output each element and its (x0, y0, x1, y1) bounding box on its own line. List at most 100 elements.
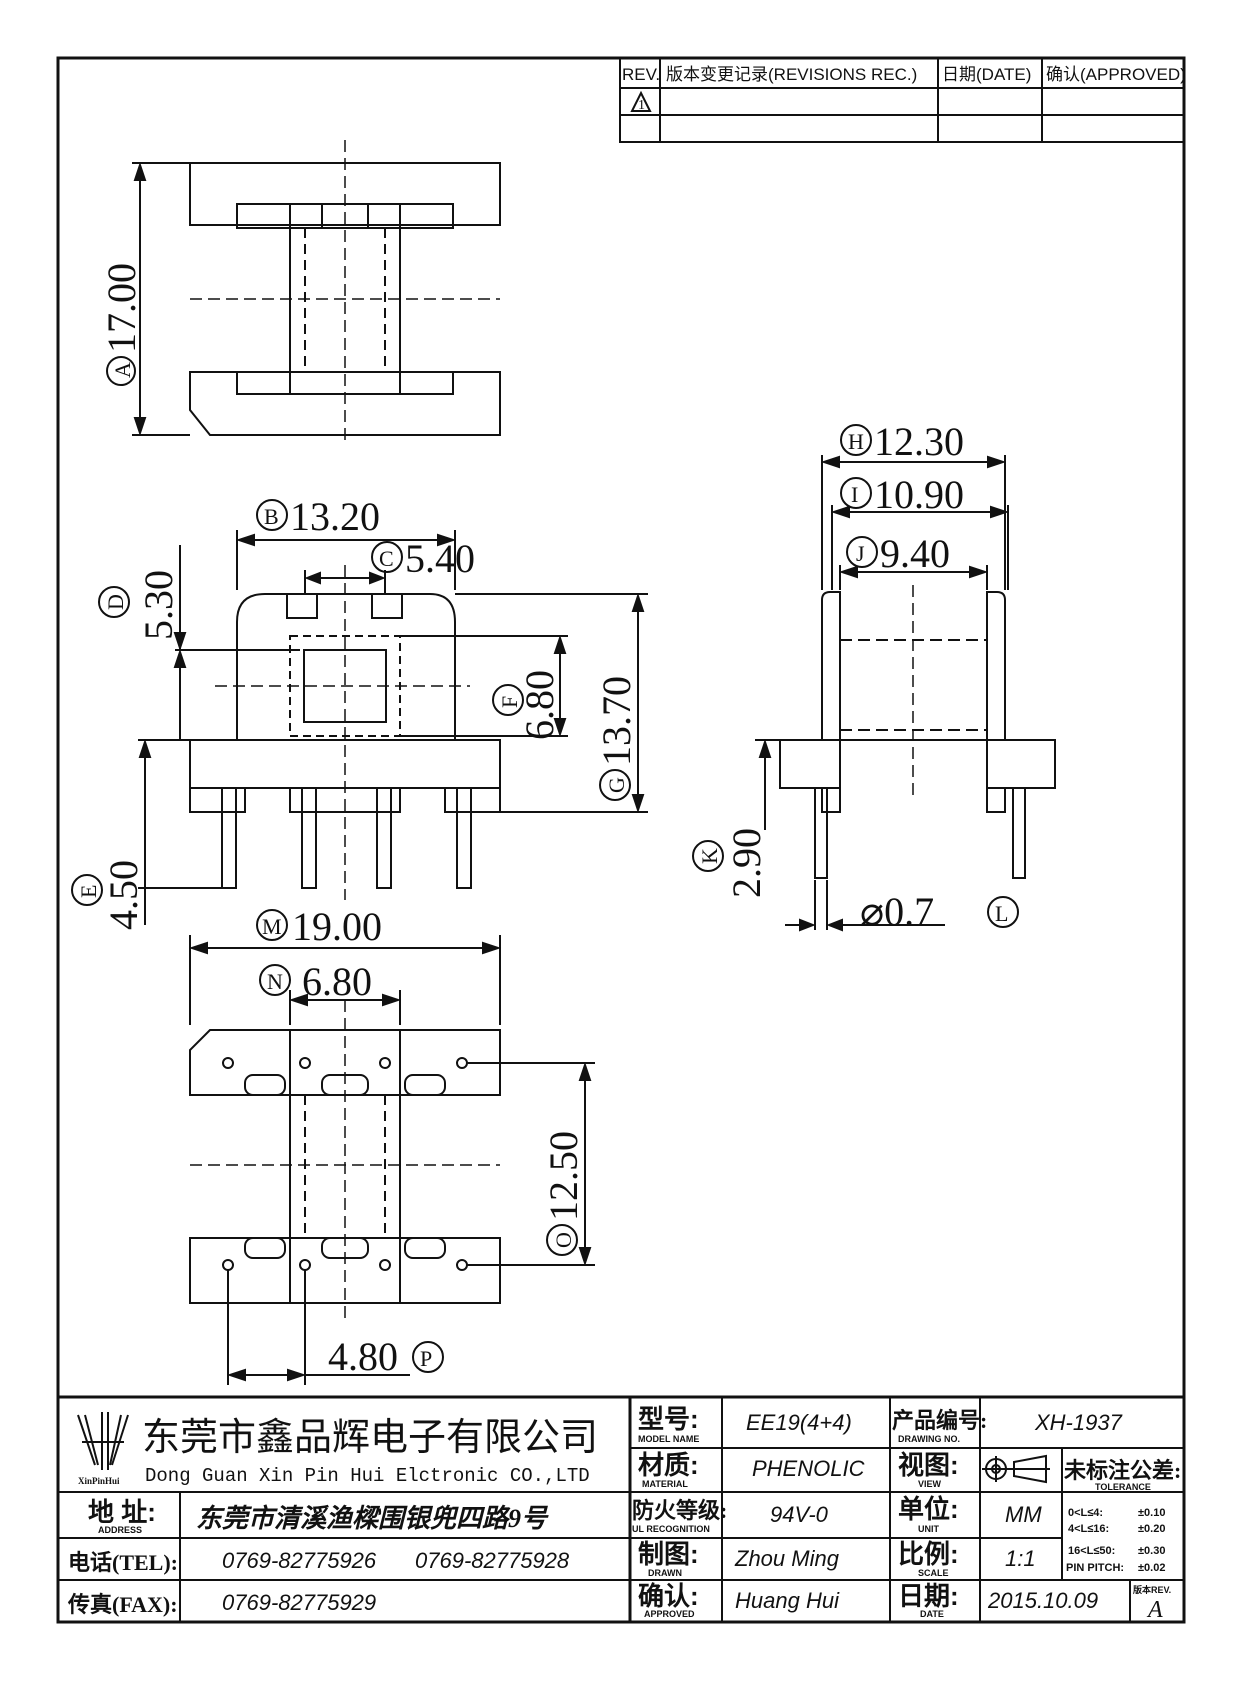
dim-l-label: ⌀0.7 L (860, 889, 1019, 934)
front-view (138, 530, 648, 925)
svg-text:B: B (264, 504, 279, 529)
side-view (755, 455, 1056, 932)
tolerance-value-3: ±0.30 (1138, 1545, 1165, 1557)
title-block-grid (58, 1395, 1184, 1622)
svg-text:J: J (856, 541, 865, 566)
top-view (132, 140, 501, 445)
drawn-value: Zhou Ming (734, 1546, 840, 1571)
svg-text:A: A (110, 362, 135, 378)
model-label: 型号: (638, 1404, 699, 1434)
svg-text:C: C (379, 546, 394, 571)
dim-h-label: H 12.30 (840, 419, 964, 464)
scale-value: 1:1 (1005, 1546, 1036, 1571)
svg-text:2.90: 2.90 (724, 828, 769, 898)
drawing-no-value: XH-1937 (1034, 1410, 1123, 1435)
approved-value: Huang Hui (735, 1588, 840, 1613)
date-label: 日期: (898, 1581, 959, 1611)
fire-rating-sub: UL RECOGNITION (632, 1524, 710, 1534)
material-label: 材质: (638, 1450, 699, 1480)
tolerance-range-1: 0<L≤4: (1068, 1507, 1103, 1519)
svg-text:M: M (262, 914, 282, 939)
dim-m-label: M 19.00 (256, 904, 382, 949)
unit-sub: UNIT (918, 1524, 939, 1534)
svg-text:4.80: 4.80 (328, 1334, 398, 1379)
svg-text:⌀0.7: ⌀0.7 (860, 889, 934, 934)
dim-k-label: 2.90 K (692, 828, 769, 898)
tel-label: 电话(TEL): (68, 1550, 178, 1575)
fax-label: 传真(FAX): (67, 1592, 178, 1617)
fire-rating-label: 防火等级: (632, 1498, 727, 1523)
tolerance-value-2: ±0.20 (1138, 1523, 1165, 1535)
svg-text:F: F (497, 696, 522, 708)
approved-sub: APPROVED (644, 1609, 695, 1619)
view-sub: VIEW (918, 1479, 942, 1489)
model-sub: MODEL NAME (638, 1434, 699, 1444)
revision-date-header: 日期(DATE) (942, 65, 1031, 84)
tolerance-range-4: PIN PITCH: (1066, 1562, 1124, 1574)
rev-header: REV. (622, 65, 660, 84)
scale-sub: SCALE (918, 1568, 949, 1578)
date-value: 2015.10.09 (987, 1588, 1098, 1613)
dim-i-label: I 10.90 (840, 472, 964, 517)
svg-text:6.80: 6.80 (302, 959, 372, 1004)
outer-border (56, 56, 1186, 1624)
svg-text:4.50: 4.50 (101, 860, 146, 930)
dim-p-label: 4.80 P (328, 1334, 444, 1379)
svg-text:12.30: 12.30 (874, 419, 964, 464)
model-value: EE19(4+4) (746, 1410, 852, 1435)
svg-text:K: K (697, 848, 722, 864)
logo-text: XinPinHui (78, 1476, 120, 1486)
dim-g-label: G 13.70 (594, 676, 639, 801)
address-value: 东莞市清溪渔樑围银兜四路9号 (196, 1504, 549, 1533)
dim-j-label: J 9.40 (846, 531, 950, 576)
projection-symbol-icon (982, 1454, 1050, 1484)
tel-value-2: 0769-82775928 (415, 1548, 570, 1573)
bottom-view (188, 935, 595, 1385)
svg-text:E: E (76, 885, 101, 898)
svg-text:P: P (420, 1346, 432, 1371)
address-sub: ADDRESS (98, 1525, 142, 1535)
drawn-label: 制图: (638, 1539, 699, 1569)
revision-approved-header: 确认(APPROVED) (1046, 65, 1186, 84)
company-name-cn: 东莞市鑫品辉电子有限公司 (142, 1417, 598, 1459)
svg-text:5.30: 5.30 (136, 570, 181, 640)
svg-text:12.50: 12.50 (541, 1131, 586, 1221)
company-name-en: Dong Guan Xin Pin Hui Elctronic CO.,LTD (145, 1465, 590, 1487)
dim-d-label: 5.30 D (98, 570, 181, 640)
svg-text:1: 1 (638, 98, 645, 113)
rev-label: 版本REV. (1132, 1584, 1171, 1595)
dim-e-label: 4.50 E (71, 860, 146, 930)
material-value: PHENOLIC (752, 1456, 865, 1481)
dim-o-label: O 12.50 (541, 1131, 586, 1256)
dim-b-label: B 13.20 (256, 494, 380, 539)
date-sub: DATE (920, 1609, 944, 1619)
revision-block (619, 57, 1185, 143)
svg-text:O: O (551, 1232, 576, 1248)
svg-text:9.40: 9.40 (880, 531, 950, 576)
approved-label: 确认: (638, 1581, 699, 1611)
fire-rating-value: 94V-0 (770, 1502, 829, 1527)
svg-text:6.80: 6.80 (517, 670, 562, 740)
svg-text:5.40: 5.40 (405, 536, 475, 581)
dim-a-label: A 17.00 (99, 263, 144, 386)
scale-label: 比例: (898, 1539, 959, 1569)
drawing-no-sub: DRAWING NO. (898, 1434, 960, 1444)
unit-label: 单位: (898, 1494, 959, 1524)
svg-text:10.90: 10.90 (874, 472, 964, 517)
tolerance-range-2: 4<L≤16: (1068, 1523, 1109, 1535)
svg-text:G: G (604, 777, 629, 793)
drawn-sub: DRAWN (648, 1568, 682, 1578)
svg-text:I: I (851, 482, 858, 507)
unit-value: MM (1005, 1502, 1042, 1527)
tolerance-value-1: ±0.10 (1138, 1507, 1165, 1519)
drawing-no-label: 产品编号: (892, 1408, 987, 1433)
tolerance-range-3: 16<L≤50: (1068, 1545, 1115, 1557)
svg-text:L: L (995, 901, 1008, 926)
address-label: 地 址: (88, 1497, 156, 1527)
revision-record-header: 版本变更记录(REVISIONS REC.) (666, 65, 917, 84)
svg-text:H: H (848, 429, 864, 454)
view-label: 视图: (898, 1450, 959, 1480)
material-sub: MATERIAL (642, 1479, 688, 1489)
svg-text:13.70: 13.70 (594, 676, 639, 766)
